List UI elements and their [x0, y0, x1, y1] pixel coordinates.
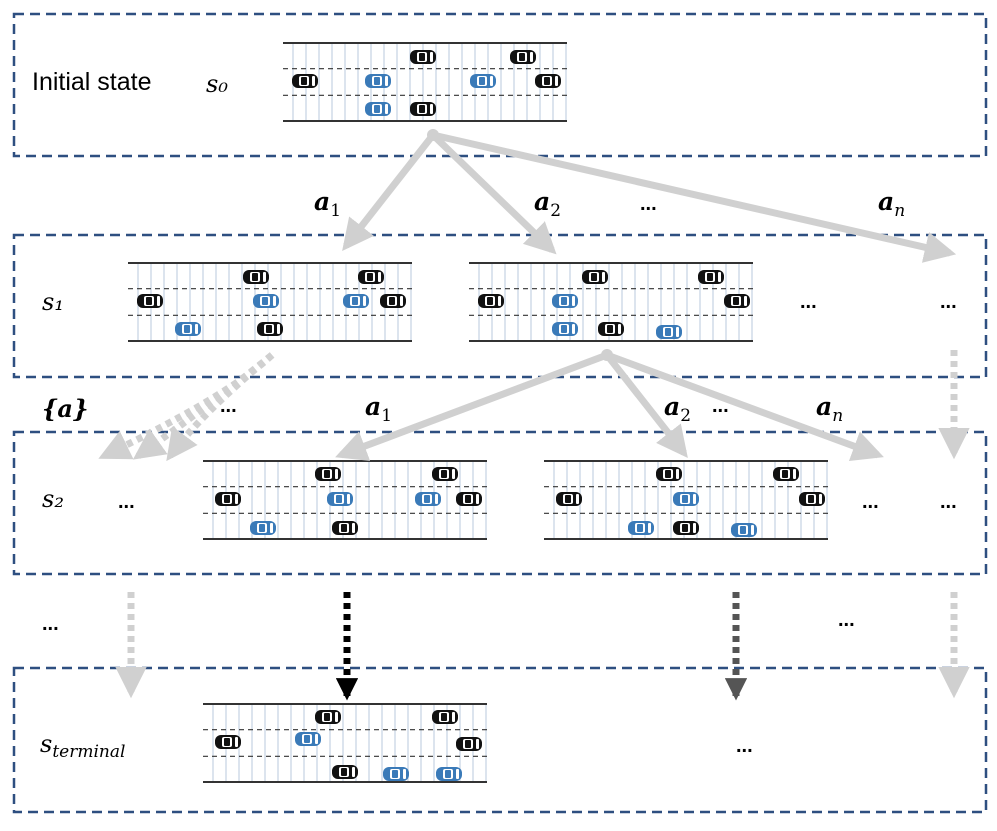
arrow-an-s0: [432, 131, 957, 263]
car-icon: [724, 294, 750, 308]
actions-from-s1: [335, 349, 884, 462]
level-box-terminal: [12, 666, 988, 814]
car-icon: [332, 521, 358, 535]
car-icon: [257, 322, 283, 336]
car-icon: [773, 467, 799, 481]
car-icon: [432, 467, 458, 481]
ellipsis-depth-right: ...: [838, 609, 855, 631]
car-icon: [552, 322, 578, 336]
car-icon: [383, 767, 409, 781]
car-icon: [436, 767, 462, 781]
car-icon: [327, 492, 353, 506]
car-icon: [673, 521, 699, 535]
car-icon: [552, 294, 578, 308]
car-icon: [215, 735, 241, 749]
car-icon: [470, 74, 496, 88]
road-scenes: [128, 42, 828, 783]
state-label-s1: s₁: [42, 288, 64, 316]
arrow-a2-s1: [604, 352, 688, 458]
ellipsis-terminal: ...: [736, 735, 753, 757]
car-icon: [137, 294, 163, 308]
state-label-s2: s₂: [42, 485, 64, 513]
car-icon: [799, 492, 825, 506]
actions-from-s0: [342, 129, 957, 263]
car-icon: [315, 710, 341, 724]
car-icon: [215, 492, 241, 506]
action-label-a2-mid: a2: [664, 392, 691, 426]
arrow-a2-s0: [430, 132, 557, 255]
car-icon: [698, 270, 724, 284]
car-icon: [656, 467, 682, 481]
action-label-an-mid: an: [816, 392, 843, 426]
dotted-expansions: [98, 350, 970, 701]
car-icon: [292, 74, 318, 88]
car-icon: [343, 294, 369, 308]
action-label-a1-mid: a1: [365, 392, 392, 426]
action-label-a1-top: a1: [314, 187, 341, 221]
road-segment: [544, 460, 828, 540]
action-label-an-top: an: [878, 187, 905, 221]
dotted-arrow-set-1: [98, 352, 275, 460]
ellipsis-s1-middle: ...: [800, 291, 817, 313]
ellipsis-s2-right: ...: [940, 491, 957, 513]
ellipsis-actions-top: ...: [640, 193, 657, 215]
car-icon: [731, 523, 757, 537]
dotted-arrow-set-3: [166, 352, 275, 462]
car-icon: [410, 50, 436, 64]
initial-state-label: Initial state: [32, 68, 152, 96]
dotted-arrow-set-2: [132, 352, 275, 460]
labels: Initial state s₀ s₁ s₂ sterminal {a} a1 …: [32, 68, 957, 762]
arrow-a1-s0: [342, 132, 436, 251]
car-icon: [582, 270, 608, 284]
car-icon: [456, 492, 482, 506]
road-segment: [203, 460, 487, 540]
state-label-s0: s₀: [206, 70, 228, 98]
arrow-an-s1: [605, 351, 884, 462]
state-label-terminal: sterminal: [40, 730, 125, 762]
road-segment: [128, 262, 412, 342]
ellipsis-s1-right: ...: [940, 291, 957, 313]
car-icon: [358, 270, 384, 284]
car-icon: [535, 74, 561, 88]
car-icon: [365, 102, 391, 116]
car-icon: [253, 294, 279, 308]
car-icon: [332, 765, 358, 779]
level-boxes: [12, 12, 988, 814]
level-box-s0: [12, 12, 988, 158]
ellipsis-s2-left: ...: [118, 491, 135, 513]
car-icon: [598, 322, 624, 336]
level-box-s2: [12, 430, 988, 576]
car-icon: [175, 322, 201, 336]
ellipsis-s2-middle: ...: [862, 491, 879, 513]
ellipsis-actions-mid: ...: [712, 395, 729, 417]
car-icon: [673, 492, 699, 506]
car-icon: [656, 325, 682, 339]
action-set-label: {a}: [42, 394, 88, 423]
ellipsis-s1-branches: ...: [220, 395, 237, 417]
car-icon: [315, 467, 341, 481]
car-icon: [510, 50, 536, 64]
car-icon: [478, 294, 504, 308]
car-icon: [628, 521, 654, 535]
car-icon: [295, 732, 321, 746]
car-icon: [410, 102, 436, 116]
road-segment: [203, 703, 487, 783]
car-icon: [380, 294, 406, 308]
car-icon: [432, 710, 458, 724]
ellipsis-depth-left: ...: [42, 613, 59, 635]
car-icon: [456, 737, 482, 751]
level-box-s1: [12, 233, 988, 379]
car-icon: [365, 74, 391, 88]
car-icon: [415, 492, 441, 506]
arrow-a1-s1: [335, 351, 609, 461]
action-label-a2-top: a2: [534, 187, 561, 221]
car-icon: [250, 521, 276, 535]
road-segment: [469, 262, 753, 342]
road-segment: [283, 42, 567, 122]
car-icon: [556, 492, 582, 506]
car-icon: [243, 270, 269, 284]
